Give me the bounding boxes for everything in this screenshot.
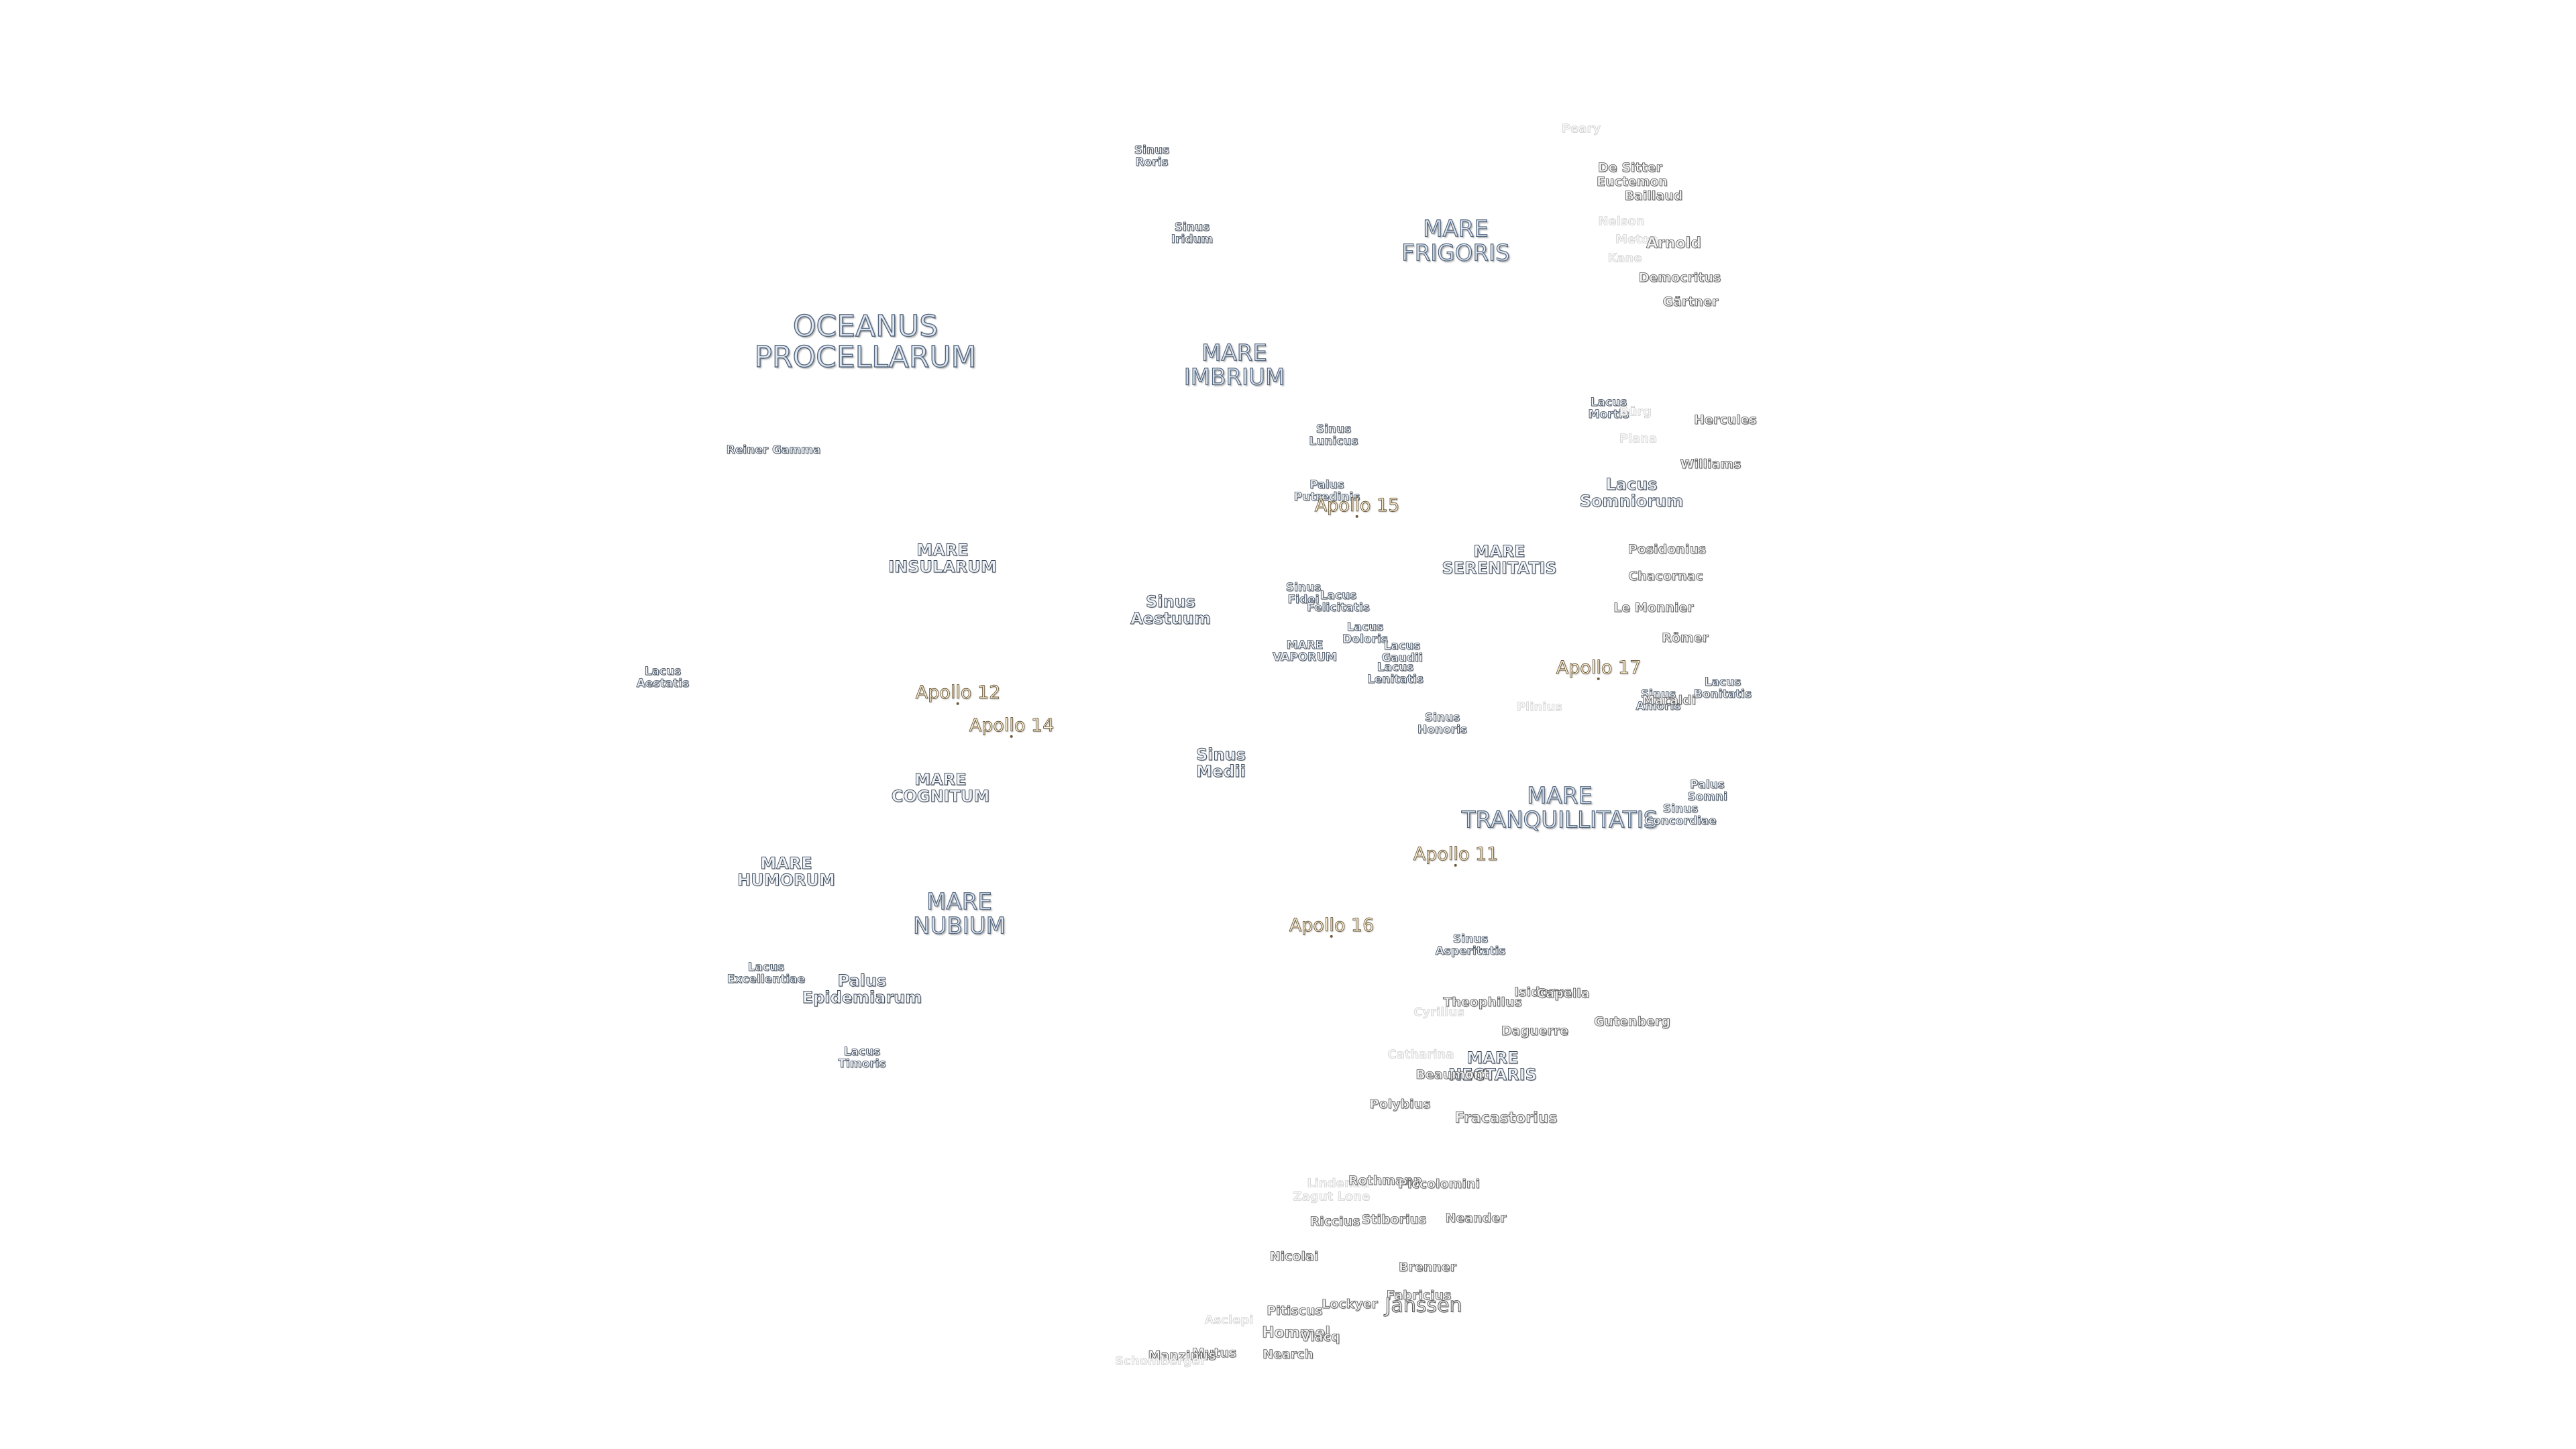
mare-label-mare-vaporum: MARE VAPORUM bbox=[1273, 639, 1338, 664]
feature-label-sinus-fidei: Sinus Fidei bbox=[1285, 581, 1322, 606]
crater-label-stiborius: Stiborius bbox=[1361, 1212, 1427, 1228]
mare-label-mare-nubium: MARE NUBIUM bbox=[912, 888, 1006, 939]
feature-label-sinus-asperitatis: Sinus Asperitatis bbox=[1435, 932, 1506, 958]
landing-site-marker-icon bbox=[1454, 864, 1457, 867]
apollo-site-apollo-17: Apollo 17 bbox=[1556, 658, 1642, 681]
feature-label-sinus-honoris: Sinus Honoris bbox=[1417, 711, 1468, 737]
crater-label-r-mer: Römer bbox=[1662, 631, 1709, 646]
crater-label-manzinus: Manzinus bbox=[1148, 1348, 1216, 1364]
feature-label-lacus-gaudii: Lacus Gaudii bbox=[1381, 639, 1423, 665]
crater-label-vlacq: Vlacq bbox=[1300, 1330, 1340, 1345]
feature-label-lacus-somniorum: Lacus Somniorum bbox=[1579, 474, 1684, 511]
feature-label-sinus-medii: Sinus Medii bbox=[1196, 745, 1246, 781]
crater-label-g-rtner: Gärtner bbox=[1662, 294, 1719, 310]
apollo-site-apollo-11: Apollo 11 bbox=[1413, 845, 1499, 867]
crater-label-nicolai: Nicolai bbox=[1269, 1249, 1319, 1265]
feature-label-lacus-lenitatis: Lacus Lenitatis bbox=[1367, 661, 1424, 686]
mare-label-mare-tranquillitatis: MARE TRANQUILLITATIS bbox=[1461, 782, 1658, 833]
crater-label-fabricius: Fabricius bbox=[1386, 1288, 1452, 1303]
landing-site-marker-icon bbox=[1597, 678, 1600, 681]
mare-label-mare-insularum: MARE INSULARUM bbox=[888, 540, 997, 576]
landing-site-marker-icon bbox=[1010, 735, 1013, 739]
apollo-site-apollo-16: Apollo 16 bbox=[1289, 916, 1375, 938]
crater-label-neander: Neander bbox=[1445, 1211, 1507, 1226]
crater-label-posidonius: Posidonius bbox=[1627, 542, 1707, 557]
apollo-site-apollo-15: Apollo 15 bbox=[1314, 496, 1400, 519]
apollo-site-apollo-12: Apollo 12 bbox=[915, 683, 1001, 706]
apollo-site-apollo-14: Apollo 14 bbox=[969, 716, 1055, 739]
feature-label-palus-somni: Palus Somni bbox=[1687, 778, 1727, 804]
crater-label-de-sitter: De Sitter bbox=[1598, 160, 1663, 176]
crater-label-daguerre: Daguerre bbox=[1501, 1024, 1569, 1039]
mare-label-mare-humorum: MARE HUMORUM bbox=[737, 853, 836, 890]
crater-label-chacornac: Chacornac bbox=[1628, 569, 1703, 584]
crater-label-plana: Plana bbox=[1619, 431, 1658, 446]
feature-label-reiner-gamma: Reiner Gamma bbox=[726, 443, 821, 458]
crater-label-asclepi: Asclepi bbox=[1204, 1313, 1254, 1328]
crater-label-williams: Williams bbox=[1680, 457, 1741, 472]
crater-label-nelson: Nelson bbox=[1598, 214, 1645, 229]
crater-label-pitiscus: Pitiscus bbox=[1267, 1303, 1323, 1319]
feature-label-sinus-concordiae: Sinus Concordiae bbox=[1644, 802, 1717, 828]
landing-site-marker-icon bbox=[1356, 515, 1358, 519]
feature-label-lacus-mortis: Lacus Mortis bbox=[1588, 396, 1629, 421]
crater-label-peary: Peary bbox=[1561, 121, 1601, 136]
crater-label-b-rg: Bürg bbox=[1619, 405, 1652, 419]
crater-label-lindenau: Lindenau bbox=[1307, 1176, 1370, 1191]
crater-label-nearch: Nearch bbox=[1263, 1347, 1314, 1362]
feature-label-sinus-aestuum: Sinus Aestuum bbox=[1130, 592, 1212, 628]
feature-label-lacus-bonitatis: Lacus Bonitatis bbox=[1693, 676, 1752, 701]
crater-label-rothmann: Rothmann bbox=[1348, 1173, 1423, 1189]
crater-label-catharina: Catharina bbox=[1387, 1047, 1454, 1062]
crater-label-piccolomini: Piccolomini bbox=[1398, 1177, 1481, 1192]
feature-label-sinus-roris: Sinus Roris bbox=[1134, 144, 1170, 169]
crater-label-hommel: Hommel bbox=[1262, 1324, 1331, 1342]
feature-label-sinus-lunicus: Sinus Lunicus bbox=[1309, 423, 1358, 448]
crater-label-isidorus: Isidorus bbox=[1514, 985, 1572, 1000]
feature-label-palus-epidemiarum: Palus Epidemiarum bbox=[802, 971, 922, 1007]
feature-label-sinus-amoris: Sinus Amoris bbox=[1635, 688, 1681, 713]
feature-label-palus-putredinis: Palus Putredinis bbox=[1293, 478, 1360, 504]
crater-label-cyrillus: Cyrillus bbox=[1413, 1005, 1464, 1020]
crater-label-hercules: Hercules bbox=[1694, 413, 1757, 428]
landing-site-marker-icon bbox=[957, 702, 959, 706]
feature-label-lacus-timoris: Lacus Timoris bbox=[838, 1045, 886, 1071]
crater-label-lockyer: Lockyer bbox=[1322, 1297, 1379, 1312]
crater-label-schomberger: Schomberger bbox=[1115, 1354, 1206, 1368]
crater-label-brenner: Brenner bbox=[1398, 1260, 1457, 1275]
crater-label-fracastorius: Fracastorius bbox=[1454, 1110, 1558, 1127]
crater-label-arnold: Arnold bbox=[1646, 235, 1702, 252]
mare-label-mare-cognitum: MARE COGNITUM bbox=[891, 769, 990, 806]
crater-label-plinius: Plinius bbox=[1516, 700, 1563, 714]
crater-label-kane: Kane bbox=[1607, 251, 1642, 266]
crater-label-mutus: Mutus bbox=[1191, 1346, 1237, 1361]
crater-label-janssen: Janssen bbox=[1385, 1293, 1462, 1318]
crater-label-gutenberg: Gutenberg bbox=[1593, 1014, 1671, 1030]
crater-label-capella: Capella bbox=[1536, 986, 1590, 1002]
crater-label-euctemon: Euctemon bbox=[1596, 174, 1668, 190]
feature-label-lacus-doloris: Lacus Doloris bbox=[1342, 621, 1388, 646]
crater-label-zagut-lone: Zagut Lone bbox=[1293, 1189, 1371, 1204]
feature-label-lacus-aestatis: Lacus Aestatis bbox=[636, 665, 690, 690]
crater-label-polybius: Polybius bbox=[1369, 1097, 1431, 1112]
feature-label-sinus-iridum: Sinus Iridum bbox=[1171, 221, 1214, 246]
crater-label-riccius: Riccius bbox=[1309, 1214, 1360, 1230]
feature-label-lacus-excellentiae: Lacus Excellentiae bbox=[727, 961, 806, 986]
landing-site-marker-icon bbox=[1330, 935, 1333, 938]
mare-label-mare-nectaris: MARE NECTARIS bbox=[1448, 1048, 1538, 1084]
crater-label-meton: Meton bbox=[1615, 232, 1659, 247]
crater-label-democritus: Democritus bbox=[1638, 270, 1721, 286]
mare-label-mare-frigoris: MARE FRIGORIS bbox=[1401, 215, 1511, 266]
mare-label-mare-serenitatis: MARE SERENITATIS bbox=[1442, 541, 1557, 578]
mare-label-mare-imbrium: MARE IMBRIUM bbox=[1183, 339, 1285, 390]
feature-label-lacus-felicitatis: Lacus Felicitatis bbox=[1307, 589, 1370, 614]
crater-label-beaumont: Beaumont bbox=[1415, 1067, 1489, 1083]
crater-label-le-monnier: Le Monnier bbox=[1613, 600, 1694, 616]
mare-label-oceanus-procellarum: OCEANUS PROCELLARUM bbox=[754, 309, 977, 374]
crater-label-theophilus: Theophilus bbox=[1443, 995, 1522, 1010]
crater-label-maraldi: Maraldi bbox=[1642, 693, 1697, 708]
crater-label-baillaud: Baillaud bbox=[1624, 189, 1683, 204]
